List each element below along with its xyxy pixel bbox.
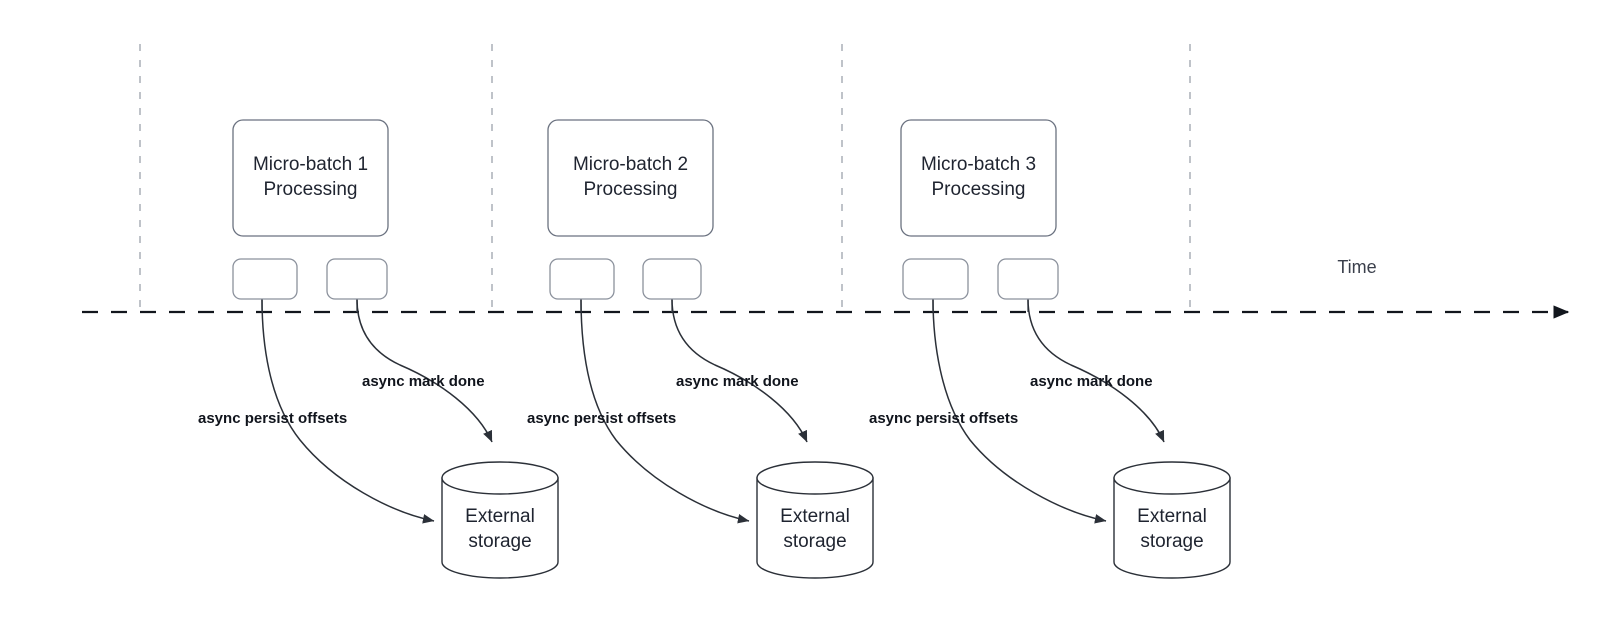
micro-batch-2-node-line-1: Micro-batch 2 bbox=[573, 154, 688, 175]
micro-batch-2-task-b[interactable] bbox=[642, 258, 702, 300]
group-2-persist-offsets-label: async persist offsets bbox=[527, 410, 676, 427]
group-2-persist-offsets-arrow bbox=[580, 298, 750, 524]
group-3-persist-offsets-label: async persist offsets bbox=[869, 410, 1018, 427]
external-storage-1-body[interactable] bbox=[441, 477, 559, 579]
external-storage-3-line-2: storage bbox=[1140, 531, 1203, 552]
micro-batch-2-task-a[interactable] bbox=[549, 258, 615, 300]
group-1-mark-done-arrow bbox=[356, 298, 493, 443]
group-2-mark-done-arrow bbox=[671, 298, 808, 443]
external-storage-2-line-2: storage bbox=[783, 531, 846, 552]
group-1-persist-offsets-arrow bbox=[261, 298, 435, 524]
micro-batch-3-task-a[interactable] bbox=[902, 258, 969, 300]
micro-batch-3-node[interactable] bbox=[900, 119, 1057, 237]
external-storage-3-body[interactable] bbox=[1113, 477, 1231, 579]
external-storage-1-line-2: storage bbox=[468, 531, 531, 552]
tick-line-group bbox=[139, 44, 1191, 312]
micro-batch-3-task-b[interactable] bbox=[997, 258, 1059, 300]
micro-batch-1-node-line-1: Micro-batch 1 bbox=[253, 154, 368, 175]
external-storage-3-line-1: External bbox=[1137, 506, 1207, 527]
group-2-mark-done-label: async mark done bbox=[676, 373, 799, 390]
external-storage-2-line-1: External bbox=[780, 506, 850, 527]
micro-batch-1-task-a[interactable] bbox=[232, 258, 298, 300]
timeline-axis-group: Time bbox=[82, 257, 1570, 319]
micro-batch-3-node-line-2: Processing bbox=[932, 179, 1026, 200]
group-3-mark-done-label: async mark done bbox=[1030, 373, 1153, 390]
external-storage-1-line-1: External bbox=[465, 506, 535, 527]
group-1-mark-done-label: async mark done bbox=[362, 373, 485, 390]
group-3-persist-offsets-arrow bbox=[932, 298, 1107, 524]
micro-batch-1-node-line-2: Processing bbox=[264, 179, 358, 200]
micro-batch-2-node[interactable] bbox=[547, 119, 714, 237]
group-3-mark-done-arrow bbox=[1027, 298, 1165, 443]
external-storage-1-top bbox=[441, 461, 559, 495]
external-storage-2-top bbox=[756, 461, 874, 495]
micro-batch-3-node-line-1: Micro-batch 3 bbox=[921, 154, 1036, 175]
micro-batch-1-task-b[interactable] bbox=[326, 258, 388, 300]
external-storage-3-top bbox=[1113, 461, 1231, 495]
micro-batch-2-node-line-2: Processing bbox=[584, 179, 678, 200]
micro-batch-1-node[interactable] bbox=[232, 119, 389, 237]
external-storage-2-body[interactable] bbox=[756, 477, 874, 579]
group-1-persist-offsets-label: async persist offsets bbox=[198, 410, 347, 427]
time-axis-label: Time bbox=[1337, 257, 1376, 277]
